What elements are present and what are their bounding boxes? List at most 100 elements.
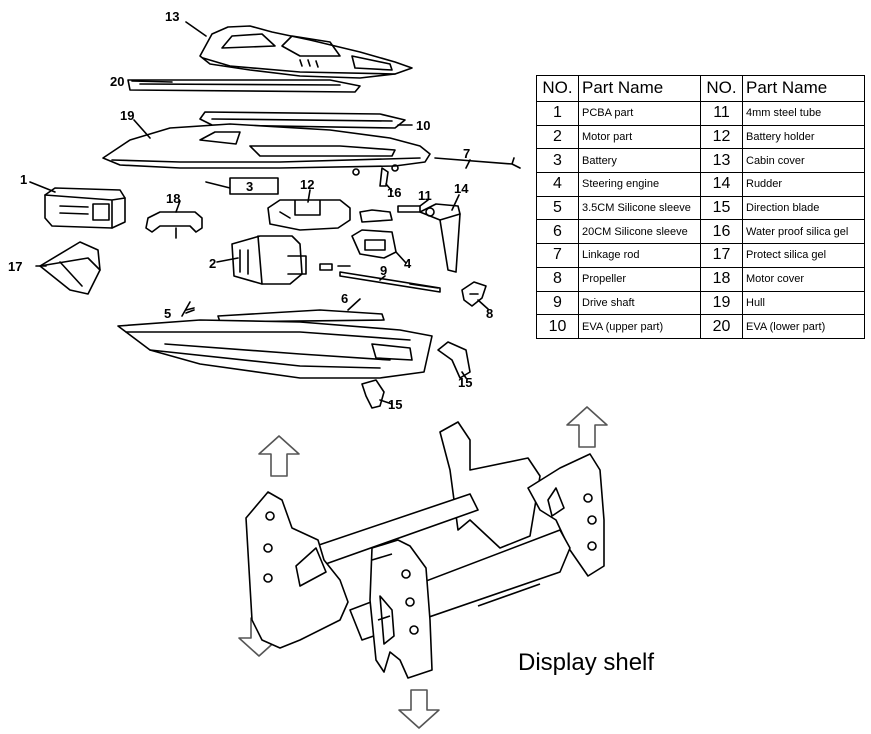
part-number: 12 <box>700 124 743 150</box>
part-name: 4mm steel tube <box>742 100 865 126</box>
header-no-left: NO. <box>536 75 579 102</box>
silicone-sleeve-short-part <box>181 301 195 317</box>
steel-tube-part <box>397 205 421 213</box>
part-name: Motor cover <box>742 266 865 292</box>
part-name: Linkage rod <box>578 243 701 268</box>
part-name: Rudder <box>742 171 865 197</box>
drive-shaft-part <box>339 271 441 293</box>
callout-4: 4 <box>404 256 412 271</box>
eva-lower-part <box>127 79 361 93</box>
part-number: 8 <box>536 266 579 292</box>
callout-15-a: 15 <box>458 375 472 390</box>
callout-11: 11 <box>418 188 432 203</box>
hull-bottom-part <box>117 319 433 379</box>
callout-16: 16 <box>387 185 401 200</box>
part-name: Motor part <box>578 124 701 150</box>
part-name: Cabin cover <box>742 148 865 173</box>
callout-1: 1 <box>20 172 27 187</box>
shelf-up-arrow-left <box>258 435 300 477</box>
callout-2: 2 <box>209 256 216 271</box>
callout-13: 13 <box>165 9 179 24</box>
part-number: 11 <box>700 100 743 126</box>
propeller-part <box>461 281 487 307</box>
part-name: Hull <box>742 290 865 316</box>
callout-17: 17 <box>8 259 22 274</box>
rudder-part <box>419 203 461 273</box>
shelf-up-arrow-right <box>566 406 608 448</box>
callout-3: 3 <box>246 179 253 194</box>
parts-table-header: NO. Part Name NO. Part Name <box>536 75 865 102</box>
protect-silica-gel-part <box>39 241 101 295</box>
cabin-cover-part <box>199 25 413 79</box>
battery-part <box>205 177 279 195</box>
part-number: 6 <box>536 219 579 245</box>
callout-9: 9 <box>380 263 387 278</box>
part-number: 5 <box>536 195 579 221</box>
part-number: 16 <box>700 219 743 245</box>
header-no-right: NO. <box>700 75 743 102</box>
display-shelf <box>245 421 605 679</box>
eva-upper-part <box>199 111 406 129</box>
part-name: 3.5CM Silicone sleeve <box>578 195 701 221</box>
part-name: Propeller <box>578 266 701 292</box>
steering-engine-part <box>351 229 397 259</box>
callout-14: 14 <box>454 181 469 196</box>
part-name: 20CM Silicone sleeve <box>578 219 701 245</box>
pcba-part <box>44 187 126 229</box>
callout-20: 20 <box>110 74 124 89</box>
part-number: 14 <box>700 171 743 197</box>
header-name-left: Part Name <box>578 75 701 102</box>
part-number: 1 <box>536 100 579 126</box>
part-number: 2 <box>536 124 579 150</box>
callout-10: 10 <box>416 118 430 133</box>
part-name: EVA (upper part) <box>578 314 701 339</box>
part-name: EVA (lower part) <box>742 314 865 339</box>
callout-6: 6 <box>341 291 348 306</box>
part-name: Drive shaft <box>578 290 701 316</box>
hull-top-part <box>102 123 431 176</box>
shelf-down-arrow-bottom <box>398 689 440 729</box>
part-number: 17 <box>700 243 743 268</box>
part-number: 13 <box>700 148 743 173</box>
header-name-right: Part Name <box>742 75 865 102</box>
callout-12: 12 <box>300 177 314 192</box>
part-name: Battery <box>578 148 701 173</box>
part-number: 19 <box>700 290 743 316</box>
waterproof-silica-gel-part <box>379 167 389 187</box>
direction-blade-part-2 <box>361 379 385 409</box>
part-number: 18 <box>700 266 743 292</box>
part-number: 9 <box>536 290 579 316</box>
part-name: Direction blade <box>742 195 865 221</box>
battery-holder-part <box>267 199 351 231</box>
callout-18: 18 <box>166 191 180 206</box>
motor-cover-part <box>145 211 203 239</box>
part-name: Battery holder <box>742 124 865 150</box>
direction-blade-part <box>437 341 471 379</box>
part-name: PCBA part <box>578 100 701 126</box>
callout-8: 8 <box>486 306 493 321</box>
callout-5: 5 <box>164 306 171 321</box>
motor-part <box>231 235 307 285</box>
display-shelf-caption: Display shelf <box>518 649 654 676</box>
part-number: 20 <box>700 314 743 339</box>
part-name: Steering engine <box>578 171 701 197</box>
part-number: 4 <box>536 171 579 197</box>
linkage-rod-part <box>434 157 521 169</box>
part-name: Protect silica gel <box>742 243 865 268</box>
part-number: 7 <box>536 243 579 268</box>
callout-7: 7 <box>463 146 470 161</box>
callout-15-b: 15 <box>388 397 402 412</box>
part-number: 15 <box>700 195 743 221</box>
